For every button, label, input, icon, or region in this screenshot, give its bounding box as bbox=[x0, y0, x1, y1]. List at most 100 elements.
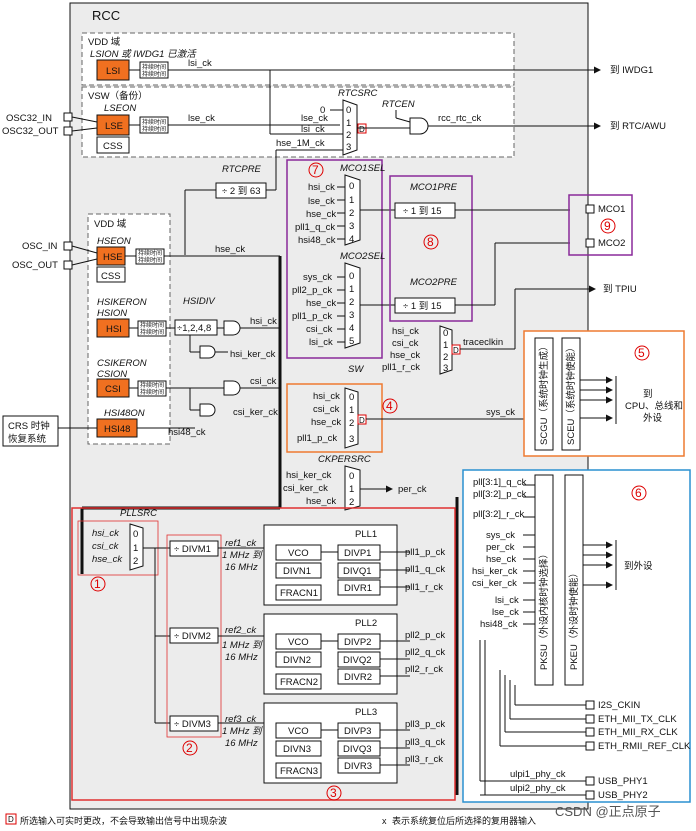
eth-mii-rx-clk-pin: ETH_MII_RX_CLK bbox=[598, 727, 678, 738]
svg-text:DIVQ3: DIVQ3 bbox=[343, 744, 372, 755]
svg-text:PLL1: PLL1 bbox=[355, 529, 377, 540]
svg-text:3: 3 bbox=[443, 363, 448, 374]
scgu-unit bbox=[534, 337, 554, 451]
svg-text:RTCSRC: RTCSRC bbox=[338, 88, 378, 99]
svg-text:MCO2SEL: MCO2SEL bbox=[340, 251, 385, 262]
svg-text:0: 0 bbox=[320, 105, 325, 116]
crs-block bbox=[2, 415, 59, 447]
svg-text:hsi_ck: hsi_ck bbox=[308, 182, 335, 193]
svg-text:SCGU（系统时钟生成）: SCGU（系统时钟生成） bbox=[538, 342, 550, 445]
svg-text:2: 2 bbox=[349, 418, 354, 429]
svg-text:pll[3:1]_q_ck: pll[3:1]_q_ck bbox=[473, 477, 527, 488]
svg-text:PKSU（外设内核时钟选择）: PKSU（外设内核时钟选择） bbox=[538, 549, 550, 670]
svg-text:2: 2 bbox=[349, 208, 354, 219]
svg-text:VDD 域: VDD 域 bbox=[94, 218, 127, 230]
svg-text:1: 1 bbox=[349, 484, 354, 495]
svg-text:CSS: CSS bbox=[101, 271, 121, 282]
svg-text:DIVR1: DIVR1 bbox=[344, 583, 372, 594]
svg-text:hsi_ker_ck: hsi_ker_ck bbox=[230, 349, 276, 360]
svg-text:hsi48_ck: hsi48_ck bbox=[168, 427, 206, 438]
svg-text:2: 2 bbox=[443, 352, 448, 363]
svg-text:÷ DIVM3: ÷ DIVM3 bbox=[174, 719, 211, 730]
svg-text:SCEU（系统时钟使能）: SCEU（系统时钟使能） bbox=[565, 343, 577, 445]
osc-out-pin: OSC_OUT bbox=[12, 260, 58, 271]
traceclk-mux bbox=[439, 325, 453, 375]
svg-text:VDD 域: VDD 域 bbox=[88, 36, 121, 48]
pll-section bbox=[71, 507, 456, 801]
svg-text:1: 1 bbox=[349, 405, 354, 416]
svg-text:0: 0 bbox=[349, 181, 354, 192]
pllsrc-mux bbox=[129, 523, 144, 571]
sw-box bbox=[286, 383, 383, 453]
svg-text:FRACN2: FRACN2 bbox=[280, 677, 318, 688]
svg-text:1 MHz 到: 1 MHz 到 bbox=[222, 550, 263, 561]
svg-text:HSIDIV: HSIDIV bbox=[183, 296, 216, 307]
svg-text:MCO1PRE: MCO1PRE bbox=[410, 182, 458, 193]
svg-text:1 MHz 到: 1 MHz 到 bbox=[222, 640, 263, 651]
svg-text:hsi_ck: hsi_ck bbox=[92, 528, 120, 539]
svg-text:CSIKERON: CSIKERON bbox=[97, 358, 147, 369]
svg-text:pll1_q_ck: pll1_q_ck bbox=[295, 222, 335, 233]
svg-text:PLLSRC: PLLSRC bbox=[120, 508, 157, 519]
svg-text:2: 2 bbox=[186, 741, 193, 755]
svg-text:HSI48ON: HSI48ON bbox=[104, 408, 145, 419]
eth-rmii-ref-clk-pin: ETH_RMII_REF_CLK bbox=[598, 741, 691, 752]
svg-text:DIVN1: DIVN1 bbox=[283, 566, 311, 577]
svg-text:3: 3 bbox=[330, 786, 337, 800]
svg-text:HSEON: HSEON bbox=[97, 236, 131, 247]
svg-text:持续时间: 持续时间 bbox=[138, 249, 162, 257]
svg-text:DIVQ1: DIVQ1 bbox=[343, 566, 372, 577]
svg-text:lse_ck: lse_ck bbox=[492, 607, 519, 618]
svg-text:3: 3 bbox=[346, 142, 351, 153]
svg-text:CSS: CSS bbox=[103, 141, 123, 152]
svg-text:2: 2 bbox=[133, 556, 138, 567]
mco-sel-box bbox=[286, 159, 383, 359]
svg-text:0: 0 bbox=[349, 392, 354, 403]
svg-text:16 MHz: 16 MHz bbox=[225, 652, 258, 663]
svg-text:HSIKERON: HSIKERON bbox=[97, 297, 147, 308]
svg-text:0: 0 bbox=[443, 328, 448, 339]
to-rtc-label: 到 RTC/AWU bbox=[610, 120, 666, 132]
svg-text:ref2_ck: ref2_ck bbox=[225, 625, 257, 636]
svg-text:VSW（备份）: VSW（备份） bbox=[88, 90, 148, 102]
svg-text:CKPERSRC: CKPERSRC bbox=[318, 454, 371, 465]
svg-text:lse_ck: lse_ck bbox=[188, 113, 215, 124]
svg-text:pll2_r_ck: pll2_r_ck bbox=[405, 664, 443, 675]
svg-text:hse_ck: hse_ck bbox=[390, 350, 420, 361]
svg-text:3: 3 bbox=[349, 310, 354, 321]
mco1-pin: MCO1 bbox=[598, 204, 625, 215]
i2s-ckin-pin: I2S_CKIN bbox=[598, 700, 640, 711]
svg-text:csi_ck: csi_ck bbox=[250, 376, 277, 387]
svg-text:9: 9 bbox=[604, 219, 611, 233]
mco-pre-box bbox=[389, 175, 473, 322]
svg-text:DIVP1: DIVP1 bbox=[344, 548, 371, 559]
svg-text:5: 5 bbox=[349, 336, 354, 347]
svg-text:持续时间: 持续时间 bbox=[142, 63, 166, 71]
svg-text:到: 到 bbox=[643, 388, 653, 400]
svg-text:CSION: CSION bbox=[97, 369, 127, 380]
svg-text:pll2_p_ck: pll2_p_ck bbox=[292, 285, 332, 296]
svg-text:D: D bbox=[8, 815, 14, 824]
svg-text:lsi_ck: lsi_ck bbox=[301, 124, 325, 135]
svg-text:hse_1M_ck: hse_1M_ck bbox=[276, 138, 325, 149]
svg-text:1: 1 bbox=[443, 340, 448, 351]
svg-text:pll1_p_ck: pll1_p_ck bbox=[405, 547, 445, 558]
svg-text:csi_ker_ck: csi_ker_ck bbox=[472, 578, 517, 589]
svg-text:7: 7 bbox=[312, 163, 319, 177]
svg-text:hsi48_ck: hsi48_ck bbox=[298, 235, 336, 246]
svg-text:持续时间: 持续时间 bbox=[142, 118, 166, 126]
svg-text:2: 2 bbox=[349, 297, 354, 308]
svg-text:hse_ck: hse_ck bbox=[306, 209, 336, 220]
svg-text:DIVN3: DIVN3 bbox=[283, 744, 311, 755]
svg-text:csi_ker_ck: csi_ker_ck bbox=[283, 483, 328, 494]
svg-text:持续时间: 持续时间 bbox=[142, 125, 166, 133]
svg-text:÷ 1 到 15: ÷ 1 到 15 bbox=[403, 205, 441, 217]
svg-text:HSION: HSION bbox=[97, 308, 127, 319]
svg-text:1: 1 bbox=[133, 543, 138, 554]
svg-text:pll[3:2]_r_ck: pll[3:2]_r_ck bbox=[473, 509, 524, 520]
svg-text:÷ 2 到 63: ÷ 2 到 63 bbox=[222, 185, 260, 197]
mco2-pin: MCO2 bbox=[598, 238, 625, 249]
svg-text:2: 2 bbox=[346, 130, 351, 141]
svg-text:LSION 或 IWDG1 已激活: LSION 或 IWDG1 已激活 bbox=[90, 49, 197, 60]
usb-phy1-pin: USB_PHY1 bbox=[598, 776, 648, 787]
